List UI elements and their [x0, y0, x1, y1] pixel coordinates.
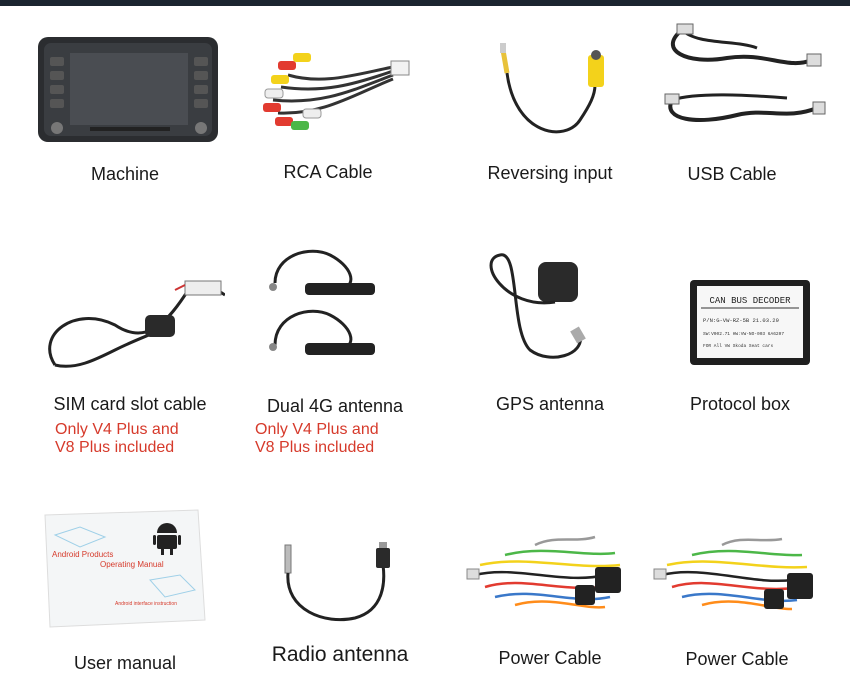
radio-antenna-icon [245, 530, 435, 630]
item-label: RCA Cable [283, 162, 373, 182]
reversing-cable-icon [455, 25, 645, 155]
android-robot-icon [153, 523, 181, 555]
manual-subtitle: Android interface instruction [115, 601, 177, 607]
item-label: Dual 4G antenna [266, 396, 404, 416]
item-label: USB Cable [687, 164, 777, 184]
rca-cable-icon [233, 25, 423, 155]
protocol-box-icon: CAN BUS DECODER P/N:G-VW-RZ-5B 21.03.29 … [645, 270, 835, 380]
item-label: SIM card slot cable [53, 394, 207, 414]
car-stereo-icon [30, 25, 220, 155]
item-label: Protocol box [689, 394, 791, 414]
top-bar [0, 0, 850, 6]
box-sw: SW:V002.71 HW:VW-NO-003 6A6207 [703, 331, 784, 337]
power-cable-icon [642, 525, 832, 630]
power-cable-icon [455, 525, 645, 630]
item-label: Power Cable [685, 649, 789, 669]
item-label: Reversing input [487, 163, 613, 183]
box-title: CAN BUS DECODER [709, 296, 791, 306]
item-note: Only V4 Plus and V8 Plus included [255, 421, 379, 456]
item-label: Power Cable [498, 648, 602, 668]
manual-title-2: Operating Manual [100, 560, 164, 569]
manual-icon: Android Products Operating Manual Androi… [30, 505, 220, 635]
item-note: Only V4 Plus and V8 Plus included [55, 421, 179, 456]
sim-cable-icon [35, 255, 225, 385]
box-pn: P/N:G-VW-RZ-5B 21.03.29 [703, 317, 779, 324]
antenna-4g-icon [240, 235, 430, 370]
item-label: User manual [73, 653, 177, 673]
manual-title-1: Android Products [52, 550, 113, 559]
gps-antenna-icon [455, 240, 645, 370]
item-label: Machine [90, 164, 160, 184]
usb-cable-icon [637, 10, 827, 145]
item-label: Radio antenna [271, 643, 409, 666]
box-for: FOR All VW Skoda Seat cars [703, 343, 774, 349]
item-label: GPS antenna [495, 394, 605, 414]
